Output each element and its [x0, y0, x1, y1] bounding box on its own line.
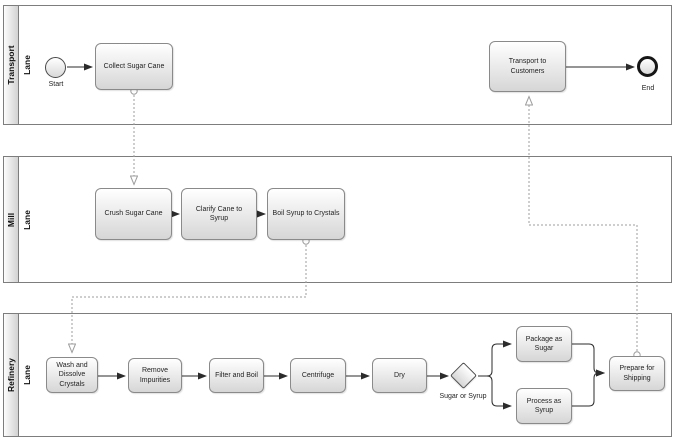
task-label: Package as Sugar: [525, 335, 563, 352]
task-transport-to-customers[interactable]: Transport to Customers: [489, 41, 566, 92]
start-event-label: Start: [48, 81, 64, 88]
task-label: Filter and Boil: [215, 371, 258, 379]
start-event[interactable]: [45, 57, 66, 78]
task-wash-and-dissolve-crystals[interactable]: Wash and Dissolve Crystals: [46, 357, 98, 393]
task-label: Prepare for Shipping: [619, 365, 655, 382]
task-label: Transport to Customers: [508, 58, 547, 75]
pool-refinery-title: Refinery: [6, 357, 16, 393]
task-label: Collect Sugar Cane: [103, 62, 165, 70]
lane-refinery: Lane: [19, 314, 35, 436]
task-package-as-sugar[interactable]: Package as Sugar: [516, 326, 572, 362]
task-filter-and-boil[interactable]: Filter and Boil: [209, 358, 264, 393]
lane-transport-title: Lane: [22, 55, 32, 75]
task-label: Wash and Dissolve Crystals: [56, 361, 88, 388]
task-collect-sugar-cane[interactable]: Collect Sugar Cane: [95, 43, 173, 90]
task-label: Centrifuge: [301, 371, 335, 379]
pool-transport-title: Transport: [6, 45, 16, 85]
task-label: Remove Impurities: [139, 367, 171, 384]
lane-mill-title: Lane: [22, 209, 32, 230]
end-event-label: End: [641, 85, 655, 92]
gateway-label: Sugar or Syrup: [439, 393, 487, 400]
task-label: Clarify Cane to Syrup: [195, 205, 243, 222]
task-centrifuge[interactable]: Centrifuge: [290, 358, 346, 393]
task-crush-sugar-cane[interactable]: Crush Sugar Cane: [95, 188, 172, 240]
pool-mill-header: Mill: [4, 157, 19, 282]
task-prepare-for-shipping[interactable]: Prepare for Shipping: [609, 356, 665, 391]
lane-mill: Lane: [19, 157, 35, 282]
pool-refinery-header: Refinery: [4, 314, 19, 436]
end-event[interactable]: [637, 56, 658, 77]
task-clarify-cane-to-syrup[interactable]: Clarify Cane to Syrup: [181, 188, 257, 240]
task-dry[interactable]: Dry: [372, 358, 427, 393]
task-remove-impurities[interactable]: Remove Impurities: [128, 358, 182, 393]
task-label: Dry: [394, 371, 405, 379]
task-label: Crush Sugar Cane: [104, 210, 163, 218]
task-label: Boil Syrup to Crystals: [272, 210, 340, 218]
pool-transport-header: Transport: [4, 6, 19, 124]
pool-mill-title: Mill: [6, 212, 16, 227]
task-process-as-syrup[interactable]: Process as Syrup: [516, 388, 572, 424]
task-boil-syrup-to-crystals[interactable]: Boil Syrup to Crystals: [267, 188, 345, 240]
lane-refinery-title: Lane: [22, 365, 32, 385]
task-label: Process as Syrup: [526, 397, 562, 414]
lane-transport: Lane: [19, 6, 35, 124]
